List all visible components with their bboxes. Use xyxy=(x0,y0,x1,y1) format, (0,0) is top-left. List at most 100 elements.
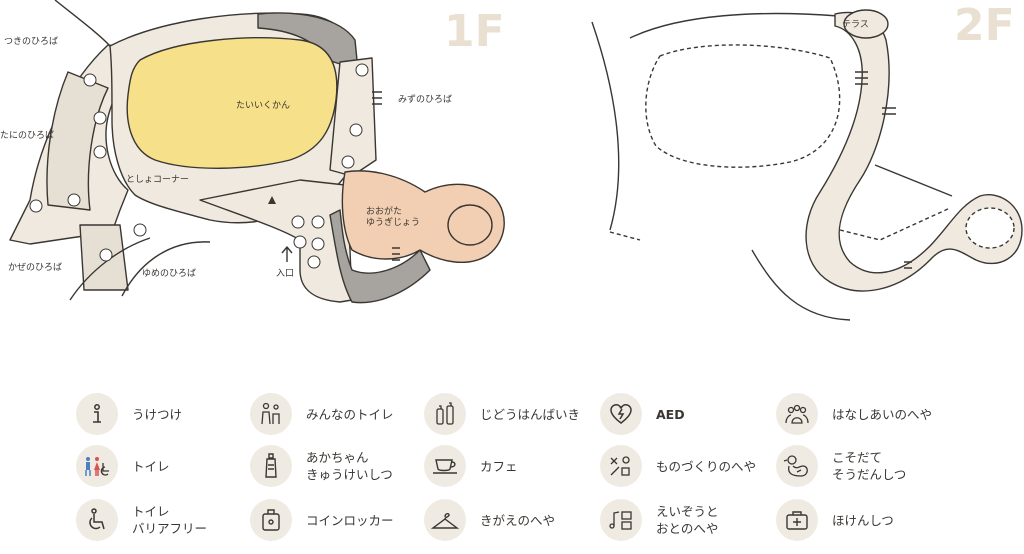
legend-label: カフェ xyxy=(480,458,518,474)
legend-label: きがえのへや xyxy=(480,512,556,528)
map-label-iriguchi: 入口 xyxy=(276,268,294,279)
legend-item: うけつけ xyxy=(76,392,182,436)
legend-label: AED xyxy=(656,406,685,422)
family-toilet-icon xyxy=(250,393,292,435)
lobby-corridor xyxy=(199,179,353,303)
toilet-icon xyxy=(76,445,118,487)
north-wall xyxy=(54,0,111,47)
map-label-terasu: テラス xyxy=(842,19,869,30)
2f-terrace-bubble xyxy=(843,9,889,39)
legend-label: ものづくりのへや xyxy=(656,458,757,474)
play-hall-circle xyxy=(447,204,493,246)
talk-room-icon xyxy=(776,393,818,435)
legend-item: みんなのトイレ xyxy=(250,392,394,436)
legend-item: きがえのへや xyxy=(424,498,555,542)
video-music-room-icon xyxy=(600,499,642,541)
floor-label-2f: 2F xyxy=(954,0,1015,51)
east-stairs xyxy=(372,91,382,105)
2f-stairs xyxy=(855,71,912,269)
2f-center-wall xyxy=(751,249,851,321)
marker-cafe-icon xyxy=(99,248,113,262)
legend-item: えいぞうと おとのへや xyxy=(600,498,719,542)
map-label-ooogata-2: ゆうぎじょう xyxy=(366,216,420,228)
marker-locker-icon xyxy=(291,215,305,229)
marker-vending-2-icon xyxy=(341,155,355,169)
lobby-triangle-marker xyxy=(268,196,276,204)
accessible-toilet-icon xyxy=(76,499,118,541)
east-rooms xyxy=(329,57,377,177)
baby-care-icon xyxy=(250,445,292,487)
gray-lower-zone xyxy=(329,209,431,304)
legend: うけつけ みんなのトイレ じどうはんばいき AED はなしあいのへや トイレ xyxy=(72,392,972,542)
marker-health-icon xyxy=(311,237,325,251)
2f-outer-wall xyxy=(591,21,620,231)
legend-label: コインロッカー xyxy=(306,512,394,528)
floor-2f-map xyxy=(591,9,1023,321)
facility-floor-map: たいいくかん つきのひろば みずのひろば たにのひろば としょコーナー おおがた… xyxy=(0,0,1023,321)
legend-item: トイレ バリアフリー xyxy=(76,498,207,542)
2f-terrace-corridor xyxy=(805,11,1023,292)
health-room-icon xyxy=(776,499,818,541)
map-label-tani: たにのひろば xyxy=(0,130,54,141)
facility-marker-icons xyxy=(29,63,369,269)
marker-toilet-3-icon xyxy=(355,63,369,77)
map-label-ooogata: おおがた ゆうぎじょう xyxy=(366,205,420,228)
legend-label: じどうはんばいき xyxy=(480,406,581,422)
coin-locker-icon xyxy=(250,499,292,541)
map-label-tsuki: つきのひろば xyxy=(4,36,58,47)
legend-label: みんなのトイレ xyxy=(306,406,394,422)
map-label-mizu: みずのひろば xyxy=(398,94,452,105)
craft-room-icon xyxy=(600,445,642,487)
gymnasium-area xyxy=(126,37,338,169)
map-label-yume: ゆめのひろば xyxy=(142,268,196,279)
marker-toilet-2-icon xyxy=(29,199,43,213)
legend-label: あかちゃん きゅうけいしつ xyxy=(306,450,393,482)
legend-item: AED xyxy=(600,392,685,436)
marker-accessible-icon xyxy=(133,223,147,237)
marker-aed-icon xyxy=(311,215,325,229)
legend-label: えいぞうと おとのへや xyxy=(656,504,719,536)
reception-icon xyxy=(76,393,118,435)
marker-changing-icon xyxy=(93,111,107,125)
cafe-icon xyxy=(424,445,466,487)
legend-label: うけつけ xyxy=(132,406,183,422)
legend-item: こそだて そうだんしつ xyxy=(776,444,906,488)
marker-vending-icon xyxy=(67,193,81,207)
southwest-wall xyxy=(69,237,151,301)
legend-item: はなしあいのへや xyxy=(776,392,932,436)
legend-label: ほけんしつ xyxy=(832,512,894,528)
childcare-room-icon xyxy=(776,445,818,487)
legend-label: こそだて そうだんしつ xyxy=(832,450,907,482)
hall-stairs xyxy=(392,247,400,261)
aed-icon xyxy=(600,393,642,435)
legend-item: じどうはんばいき xyxy=(424,392,580,436)
legend-item: トイレ xyxy=(76,444,170,488)
entrance-arrow xyxy=(281,246,293,262)
marker-childcare-icon xyxy=(293,235,307,249)
legend-item: ものづくりのへや xyxy=(600,444,756,488)
2f-dashed-link xyxy=(609,207,951,241)
vending-machine-icon xyxy=(424,393,466,435)
floor-label-1f: 1F xyxy=(444,6,505,57)
legend-item: カフェ xyxy=(424,444,518,488)
legend-label: はなしあいのへや xyxy=(832,406,933,422)
2f-void-outline xyxy=(645,44,841,168)
floor-1f-map xyxy=(9,0,505,304)
legend-item: ほけんしつ xyxy=(776,498,894,542)
map-label-ooogata-1: おおがた xyxy=(366,205,402,217)
marker-reception-icon xyxy=(307,255,321,269)
2f-round-room xyxy=(965,207,1015,249)
yume-wall xyxy=(121,241,211,297)
2f-north-wall xyxy=(629,12,839,39)
marker-talk-icon xyxy=(93,145,107,159)
map-label-tosho: としょコーナー xyxy=(126,174,189,185)
changing-room-icon xyxy=(424,499,466,541)
legend-item: コインロッカー xyxy=(250,498,394,542)
2f-east-wall xyxy=(874,164,953,197)
legend-label: トイレ xyxy=(132,458,170,474)
marker-craft-icon xyxy=(349,123,363,137)
legend-item: あかちゃん きゅうけいしつ xyxy=(250,444,393,488)
legend-label: トイレ バリアフリー xyxy=(132,504,208,536)
map-label-taiikukan: たいいくかん xyxy=(236,100,290,111)
map-label-kaze: かぜのひろば xyxy=(8,262,62,273)
